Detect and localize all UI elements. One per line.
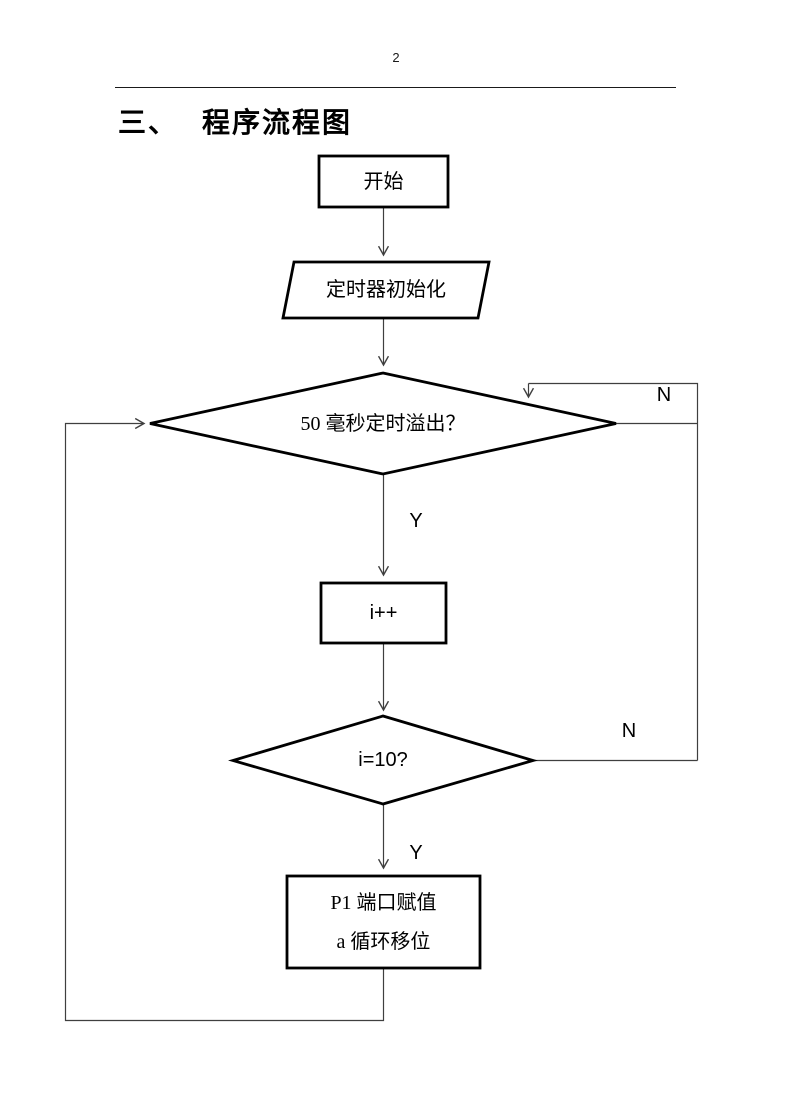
connector-no-return-path (528, 382, 699, 761)
start-node-shape (317, 154, 450, 209)
output-node-label-line1: P1 端口赋值 (330, 891, 437, 914)
count-check-decision-shape (228, 714, 538, 806)
count-check-decision-label: i=10? (358, 749, 408, 771)
increment-node-label: i++ (369, 602, 398, 624)
output-node-shape (285, 874, 482, 970)
timer-init-node-label: 定时器初始化 (326, 279, 446, 301)
section-heading-number: 三、 (118, 108, 179, 139)
increment-node-shape (319, 581, 448, 645)
branch-label-timer-no: N (656, 383, 672, 406)
branch-label-timer-yes: Y (409, 509, 423, 532)
section-heading-title: 程序流程图 (202, 108, 353, 139)
timer-check-decision-label: 50 毫秒定时溢出？ (300, 412, 466, 435)
timer-init-node-shape (281, 260, 491, 320)
branch-label-count-yes: Y (409, 841, 423, 864)
section-heading: 三、程序流程图 (118, 101, 352, 141)
header-rule (115, 87, 676, 88)
connector-output-loop-back (64, 417, 385, 1022)
output-node-label-line2: a 循环移位 (336, 930, 431, 953)
branch-label-count-no: N (621, 719, 637, 742)
timer-check-decision-shape (149, 371, 617, 476)
output-node-label: P1 端口赋值 a 循环移位 (287, 876, 480, 968)
start-node-label: 开始 (363, 170, 404, 193)
page-number: 2 (392, 50, 400, 65)
